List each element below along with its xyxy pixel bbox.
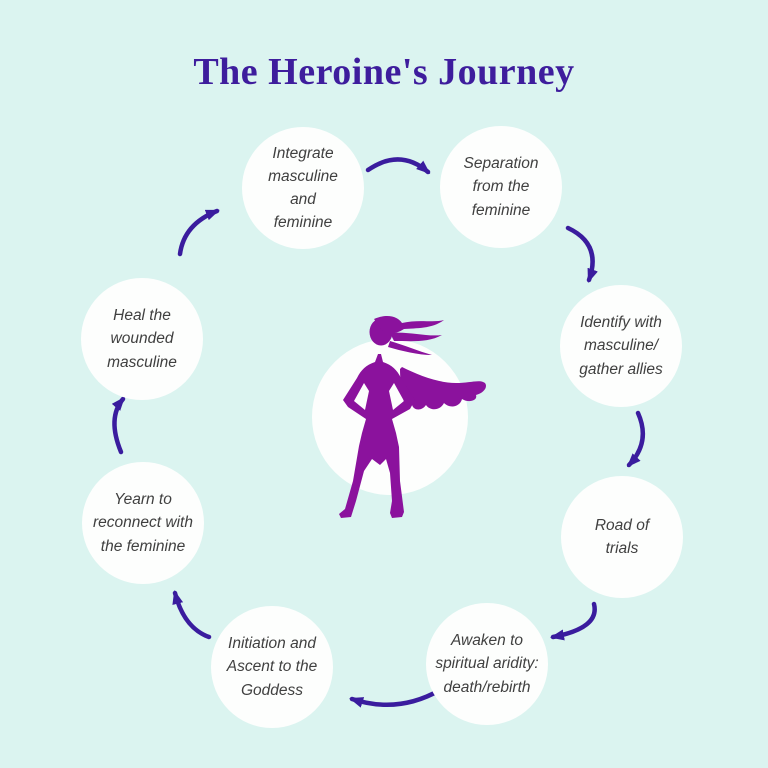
stage-circle-heal: Heal the wounded masculine (81, 278, 203, 400)
stage-circle-identify: Identify with masculine/ gather allies (560, 285, 682, 407)
stage-circle-yearn: Yearn to reconnect with the feminine (82, 462, 204, 584)
page-title: The Heroine's Journey (193, 51, 575, 93)
stage-label: Initiation and Ascent to the Goddess (226, 635, 318, 699)
stage-label: Awaken to spiritual aridity: death/rebir… (435, 632, 539, 696)
stage-label: Yearn to reconnect with the feminine (93, 491, 193, 555)
stage-label: Heal the wounded masculine (107, 307, 177, 371)
stage-circle-integrate: Integrate masculine and feminine (242, 127, 364, 249)
stage-label: Separation from the feminine (463, 155, 539, 219)
stage-label: Road of trials (594, 516, 650, 557)
stage-circle-initiation: Initiation and Ascent to the Goddess (211, 606, 333, 728)
stage-circle-separation: Separation from the feminine (440, 126, 562, 248)
heroine-silhouette-icon (339, 316, 486, 518)
stage-label: Integrate masculine and feminine (268, 144, 338, 232)
arrow-yearn-to-heal (111, 396, 126, 455)
arrow-initiation-to-yearn (172, 590, 212, 640)
arrow-separation-to-identify (565, 225, 598, 283)
stage-label: Identify with masculine/ gather allies (579, 314, 663, 378)
stage-circle-awaken: Awaken to spiritual aridity: death/rebir… (426, 603, 548, 725)
stage-circle-road-of-trials: Road of trials (561, 476, 683, 598)
arrow-identify-to-road (626, 410, 646, 468)
arrow-heal-to-integrate (177, 208, 220, 257)
